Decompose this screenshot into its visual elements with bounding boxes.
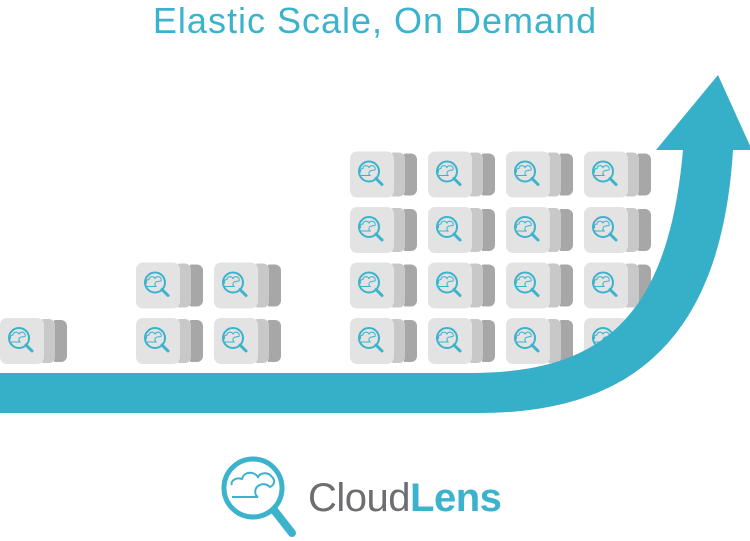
server-stack xyxy=(136,262,203,309)
server-stack xyxy=(506,207,573,253)
cloudlens-icon xyxy=(436,327,462,353)
server-stack xyxy=(350,151,417,198)
cloudlens-icon xyxy=(358,160,384,186)
server-stack xyxy=(506,318,573,364)
server-stack xyxy=(350,318,417,364)
cloudlens-icon xyxy=(358,271,384,297)
server-stack xyxy=(428,207,495,253)
logo-word-lens: Lens xyxy=(410,475,502,520)
cloudlens-icon xyxy=(222,271,248,297)
server-stack xyxy=(506,151,573,198)
logo-wordmark: CloudLens xyxy=(308,475,502,521)
growth-arrow xyxy=(0,75,750,413)
server-stack xyxy=(214,262,281,309)
server-stack xyxy=(584,262,651,309)
server-stack xyxy=(428,262,495,309)
cloudlens-icon xyxy=(358,327,384,353)
magnifier-cloud-icon xyxy=(221,456,296,537)
server-stack xyxy=(428,151,495,198)
server-stack xyxy=(350,262,417,309)
cloudlens-icon xyxy=(436,271,462,297)
cloudlens-icon xyxy=(144,327,170,353)
cloudlens-icon xyxy=(514,160,540,186)
cloudlens-icon xyxy=(436,160,462,186)
cloudlens-icon xyxy=(222,327,248,353)
cloudlens-icon xyxy=(436,216,462,242)
server-stack xyxy=(214,318,281,364)
cloudlens-icon xyxy=(8,327,34,353)
server-stack xyxy=(136,318,203,364)
server-stack xyxy=(584,207,651,253)
page-title: Elastic Scale, On Demand xyxy=(152,0,598,41)
server-stack xyxy=(506,262,573,309)
cloudlens-icon xyxy=(144,271,170,297)
cloudlens-icon xyxy=(514,216,540,242)
server-stack xyxy=(428,318,495,364)
cloudlens-icon xyxy=(514,327,540,353)
server-stack xyxy=(350,207,417,253)
cloudlens-icon xyxy=(592,160,618,186)
cloudlens-logo: CloudLens xyxy=(218,455,502,541)
cloudlens-icon xyxy=(592,271,618,297)
server-stack xyxy=(584,151,651,198)
logo-word-cloud: Cloud xyxy=(308,475,411,520)
cloudlens-icon xyxy=(358,216,384,242)
server-stack xyxy=(0,318,67,364)
cloudlens-icon xyxy=(514,271,540,297)
cloudlens-icon xyxy=(592,216,618,242)
